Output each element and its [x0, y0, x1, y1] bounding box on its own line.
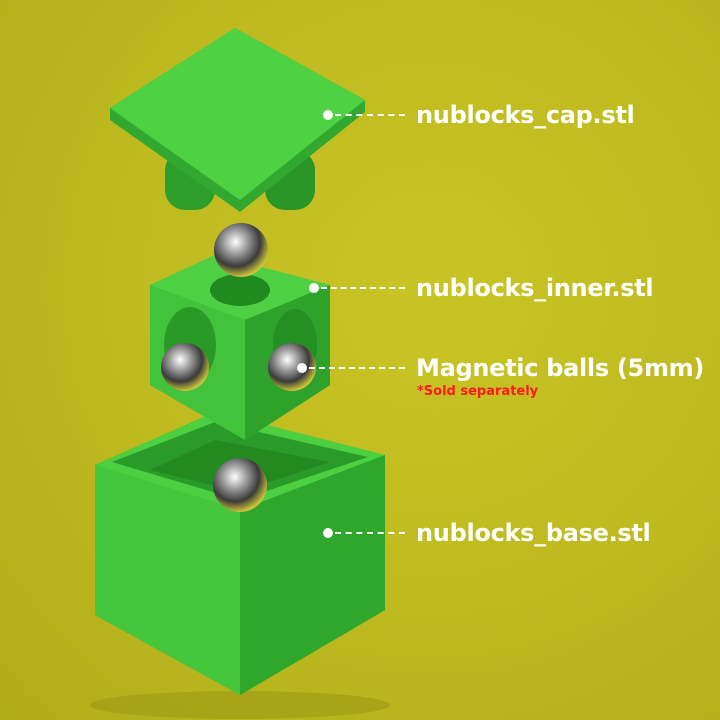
ball-left [161, 343, 209, 391]
ball-right [268, 343, 316, 391]
ball-bottom [213, 458, 267, 512]
callout-leader-line [321, 287, 405, 289]
callout-label-cap: nublocks_cap.stl [416, 101, 635, 129]
callout-label-base: nublocks_base.stl [416, 519, 651, 547]
callout-dot [309, 283, 319, 293]
ground-shadow [90, 691, 390, 719]
callout-dot [323, 110, 333, 120]
callout-leader-line [335, 532, 405, 534]
callout-label-balls: Magnetic balls (5mm) [416, 354, 705, 382]
ball-top [214, 223, 268, 277]
callout-label-inner: nublocks_inner.stl [416, 274, 654, 302]
callout-dot [297, 363, 307, 373]
cap-part [110, 28, 365, 212]
callout-leader-line [309, 367, 405, 369]
callout-dot [323, 528, 333, 538]
base-part [95, 412, 385, 695]
callout-note-sold-separately: *Sold separately [417, 384, 539, 399]
callout-leader-line [335, 114, 405, 116]
